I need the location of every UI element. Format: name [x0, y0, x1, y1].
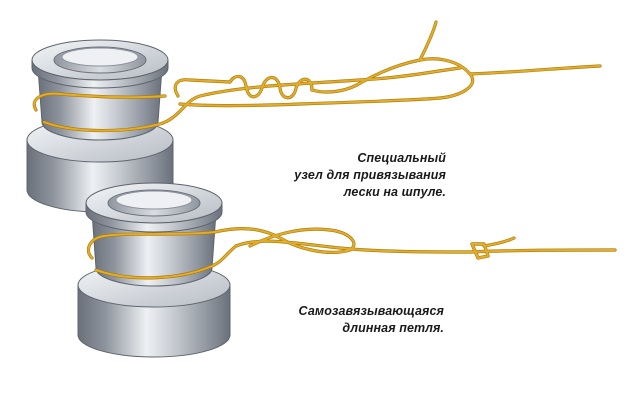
- caption-line: Специальный: [357, 151, 446, 165]
- caption-line: Самозавязывающаяся: [298, 304, 444, 318]
- spool-top: [26, 39, 174, 213]
- line-knot: [32, 20, 602, 133]
- caption-line: длинная петля.: [342, 321, 444, 335]
- spool-bottom: [77, 182, 231, 358]
- caption-long-loop: Самозавязывающаяся длинная петля.: [298, 303, 444, 337]
- caption-line: лески на шпуле.: [343, 185, 446, 199]
- caption-special-knot: Специальный узел для привязывания лески …: [294, 150, 446, 201]
- caption-line: узел для привязывания: [294, 168, 446, 182]
- line-loop: [86, 227, 617, 280]
